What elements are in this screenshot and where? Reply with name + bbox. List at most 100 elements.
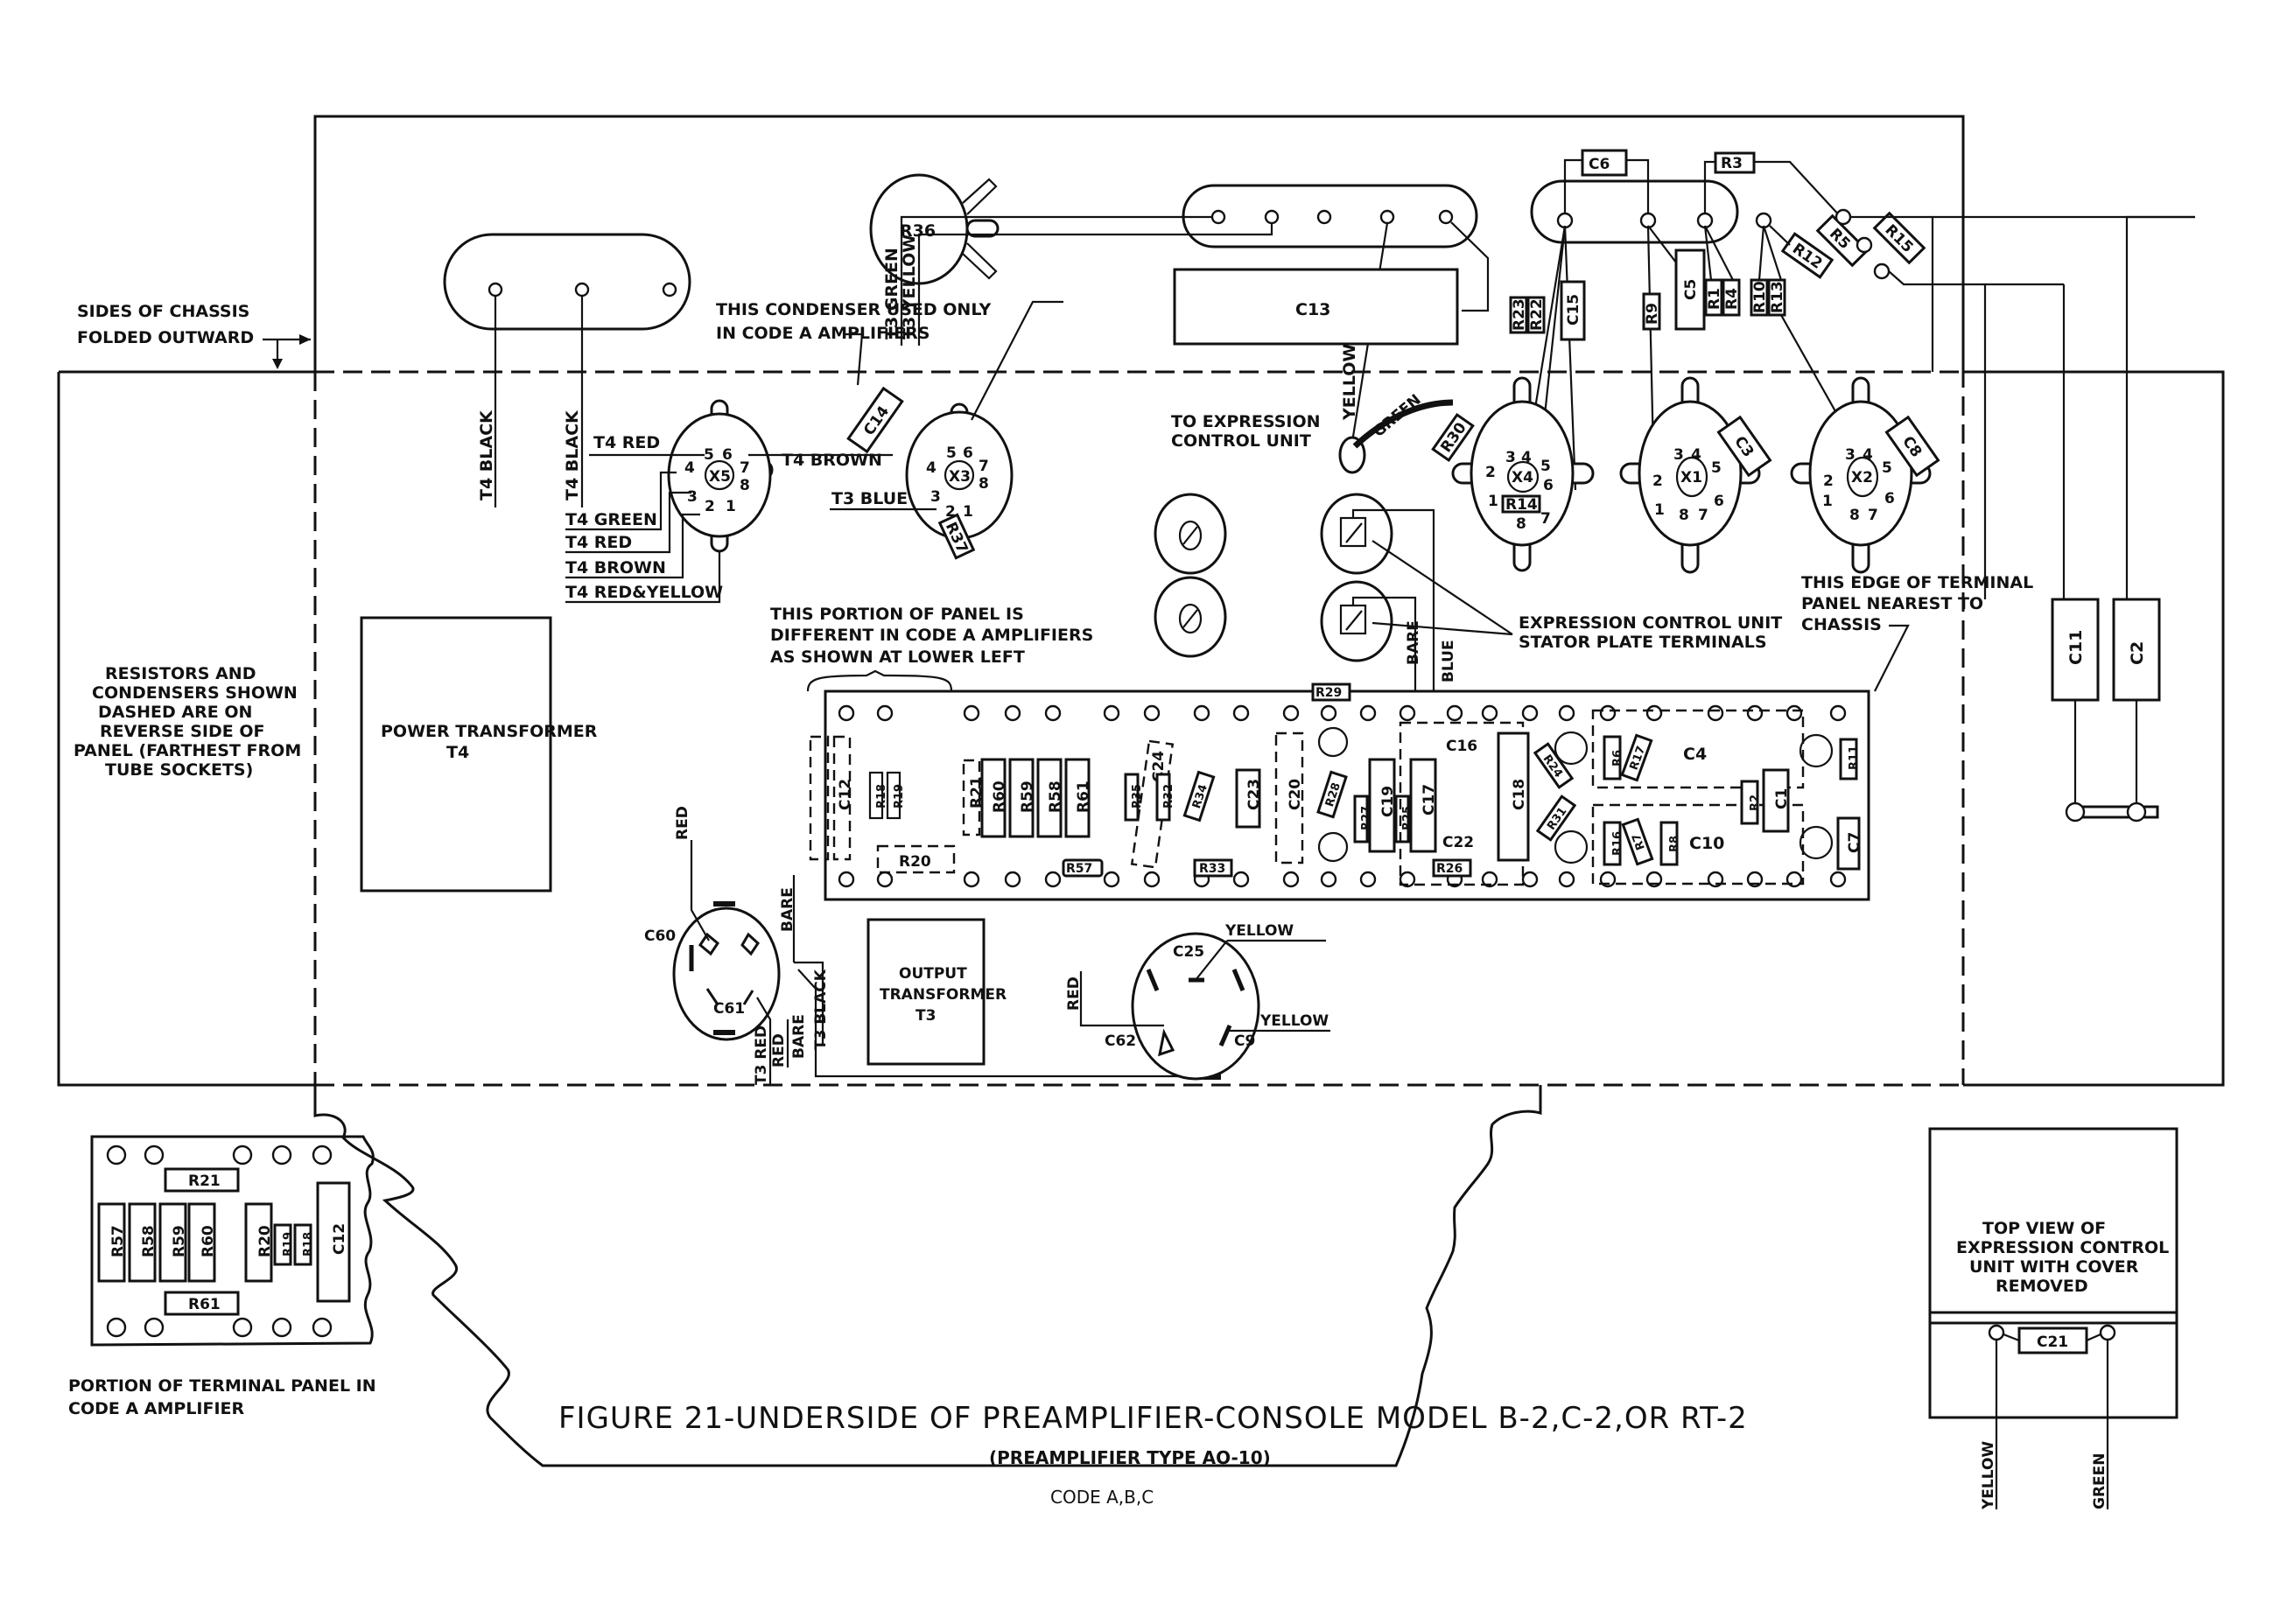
legend-line: CONDENSERS SHOWN (92, 683, 298, 703)
code-a-r18-label: R18 (302, 1232, 315, 1256)
socket-x2-pin: 1 (1822, 493, 1833, 510)
code-a-panel-inset: R57 R58 R59 R60 R20 R19 R18 C12 R21 R61 (90, 1135, 375, 1347)
terminal-lug (144, 1144, 165, 1166)
terminal-panel: C12 R18 R19 R20 R21 R60 R59 R58 R61 R57 … (809, 682, 1870, 901)
socket-x5-pin: 4 (684, 459, 695, 477)
can-c60-label: C60 (644, 928, 676, 945)
legend-dashed-note: RESISTORS AND CONDENSERS SHOWN DASHED AR… (74, 664, 301, 780)
panel-r60-label: R60 (991, 780, 1008, 813)
can-c9-label: C9 (1234, 1032, 1255, 1050)
ecu-note-1: TOP VIEW OF (1982, 1219, 2106, 1238)
socket-x3-pin: 3 (930, 488, 941, 506)
wire-t3-green: T3 GREEN (882, 248, 901, 340)
terminal-lug (106, 1317, 127, 1338)
note-chassis-sides-2: FOLDED OUTWARD (77, 328, 254, 347)
resistor-r4-label: R4 (1723, 288, 1741, 310)
terminal-lug (232, 1317, 253, 1338)
wire-t4-black-2: T4 BLACK (563, 410, 582, 500)
figure-subtitle: (PREAMPLIFIER TYPE AO-10) (989, 1447, 1271, 1468)
terminal-lug (312, 1144, 333, 1166)
panel-c18-label: C18 (1511, 779, 1528, 810)
wire-t3-red: T3 RED (753, 1026, 770, 1085)
note-panel-portion-1: THIS PORTION OF PANEL IS (770, 605, 1024, 624)
panel-r58-label: R58 (1047, 780, 1064, 813)
socket-x5-pin: 7 (740, 459, 750, 477)
socket-x5-pin: 1 (726, 498, 736, 515)
socket-x4-pin: 3 (1505, 449, 1516, 466)
resistor-r1-label: R1 (1706, 288, 1723, 310)
note-stator-terminals-2: STATOR PLATE TERMINALS (1519, 633, 1767, 652)
panel-r8-label: R8 (1668, 836, 1681, 852)
panel-r2-label: R2 (1749, 794, 1762, 811)
code-a-r58-label: R58 (140, 1225, 158, 1257)
note-to-expression-1: TO EXPRESSION (1171, 412, 1321, 431)
resistor-r13-label: R13 (1769, 281, 1786, 313)
panel-c20-label: C20 (1287, 779, 1304, 810)
resistor-r30: R30 (1431, 412, 1475, 463)
note-stator-terminals-1: EXPRESSION CONTROL UNIT (1519, 613, 1782, 633)
note-panel-portion-3: AS SHOWN AT LOWER LEFT (770, 648, 1025, 667)
wire-blue: BLUE (1440, 640, 1457, 682)
wire-t4-green: T4 GREEN (565, 510, 657, 529)
socket-x2-pin: 2 (1823, 472, 1834, 490)
capacitor-c13-label: C13 (1295, 300, 1330, 319)
panel-r57-label: R57 (1066, 862, 1092, 876)
chassis-outline (57, 115, 2225, 1467)
legend-line: DASHED ARE ON (98, 703, 252, 722)
wire-ecu-yellow: YELLOW (1980, 1441, 1997, 1510)
capacitor-c3: C3 (1716, 415, 1772, 478)
panel-c23-label: C23 (1245, 779, 1263, 810)
capacitor-c11: C11 (2051, 598, 2100, 702)
terminal-lug (1521, 871, 1539, 888)
panel-r16-label: R16 (1611, 831, 1624, 856)
panel-r11-label: R11 (1848, 746, 1861, 770)
terminal-lug (876, 871, 894, 888)
ecu-c21-label: C21 (2037, 1334, 2068, 1351)
wire-yellow-c25: YELLOW (1224, 922, 1294, 940)
can-c62-label: C62 (1105, 1032, 1136, 1050)
wire-green: GREEN (1370, 391, 1424, 441)
panel-c4-label: C4 (1683, 745, 1707, 764)
socket-x1-pin: 4 (1691, 446, 1701, 464)
wire-t4-red-2: T4 RED (565, 533, 632, 552)
socket-x1-pin: 8 (1679, 507, 1689, 524)
wire-t4-brown: T4 BROWN (565, 558, 666, 578)
ecu-note-3: UNIT WITH COVER (1969, 1257, 2139, 1277)
terminal-lug (1320, 704, 1337, 722)
socket-x3-pin: 1 (963, 503, 973, 521)
panel-c16-label: C16 (1446, 738, 1477, 755)
code-a-c12-label: C12 (331, 1223, 348, 1255)
tube-socket-x2: X2 1 2 3 4 5 6 7 8 (1790, 376, 1932, 574)
socket-x5-pin: 8 (740, 477, 750, 494)
power-transformer-t4: POWER TRANSFORMER T4 (360, 616, 598, 892)
panel-c1-label: C1 (1773, 788, 1791, 809)
code-a-r61-label: R61 (188, 1296, 221, 1313)
terminal-lug (1746, 704, 1764, 722)
output-transformer-label-2: TRANSFORMER (880, 986, 1007, 1004)
panel-r20-label: R20 (899, 853, 931, 871)
socket-x4-pin: 5 (1540, 458, 1551, 475)
wire-ecu-green: GREEN (2091, 1453, 2108, 1510)
expression-control-unit: TOP VIEW OF EXPRESSION CONTROL UNIT WITH… (1928, 1127, 2178, 1509)
wire-t4-red-yellow: T4 RED&YELLOW (565, 583, 723, 602)
can-capacitor-c25-c62-c9: C25 C62 C9 (1105, 932, 1260, 1081)
capacitor-c2: C2 (2112, 598, 2161, 702)
can-c61-label: C61 (713, 1000, 745, 1018)
trimmer-left-top (1154, 493, 1227, 575)
terminal-lug (963, 704, 980, 722)
socket-x2-pin: 3 (1845, 446, 1856, 464)
wire-red-can: RED (674, 806, 691, 840)
socket-x1-pin: 6 (1714, 493, 1724, 510)
power-plug (443, 233, 691, 508)
tube-socket-x5: X5 1 2 3 4 5 6 7 8 (667, 399, 774, 553)
resistor-r14-label: R14 (1505, 496, 1538, 514)
socket-x1-pin: 5 (1711, 459, 1722, 477)
socket-x5-pin: 6 (722, 446, 733, 464)
terminal-lug (232, 1144, 253, 1166)
terminal-lug (1103, 871, 1120, 888)
terminal-lug (1521, 704, 1539, 722)
can-c25-label: C25 (1173, 943, 1204, 961)
panel-r61-label: R61 (1075, 780, 1092, 813)
panel-r33-label: R33 (1199, 862, 1225, 876)
panel-r29-label: R29 (1315, 686, 1342, 700)
